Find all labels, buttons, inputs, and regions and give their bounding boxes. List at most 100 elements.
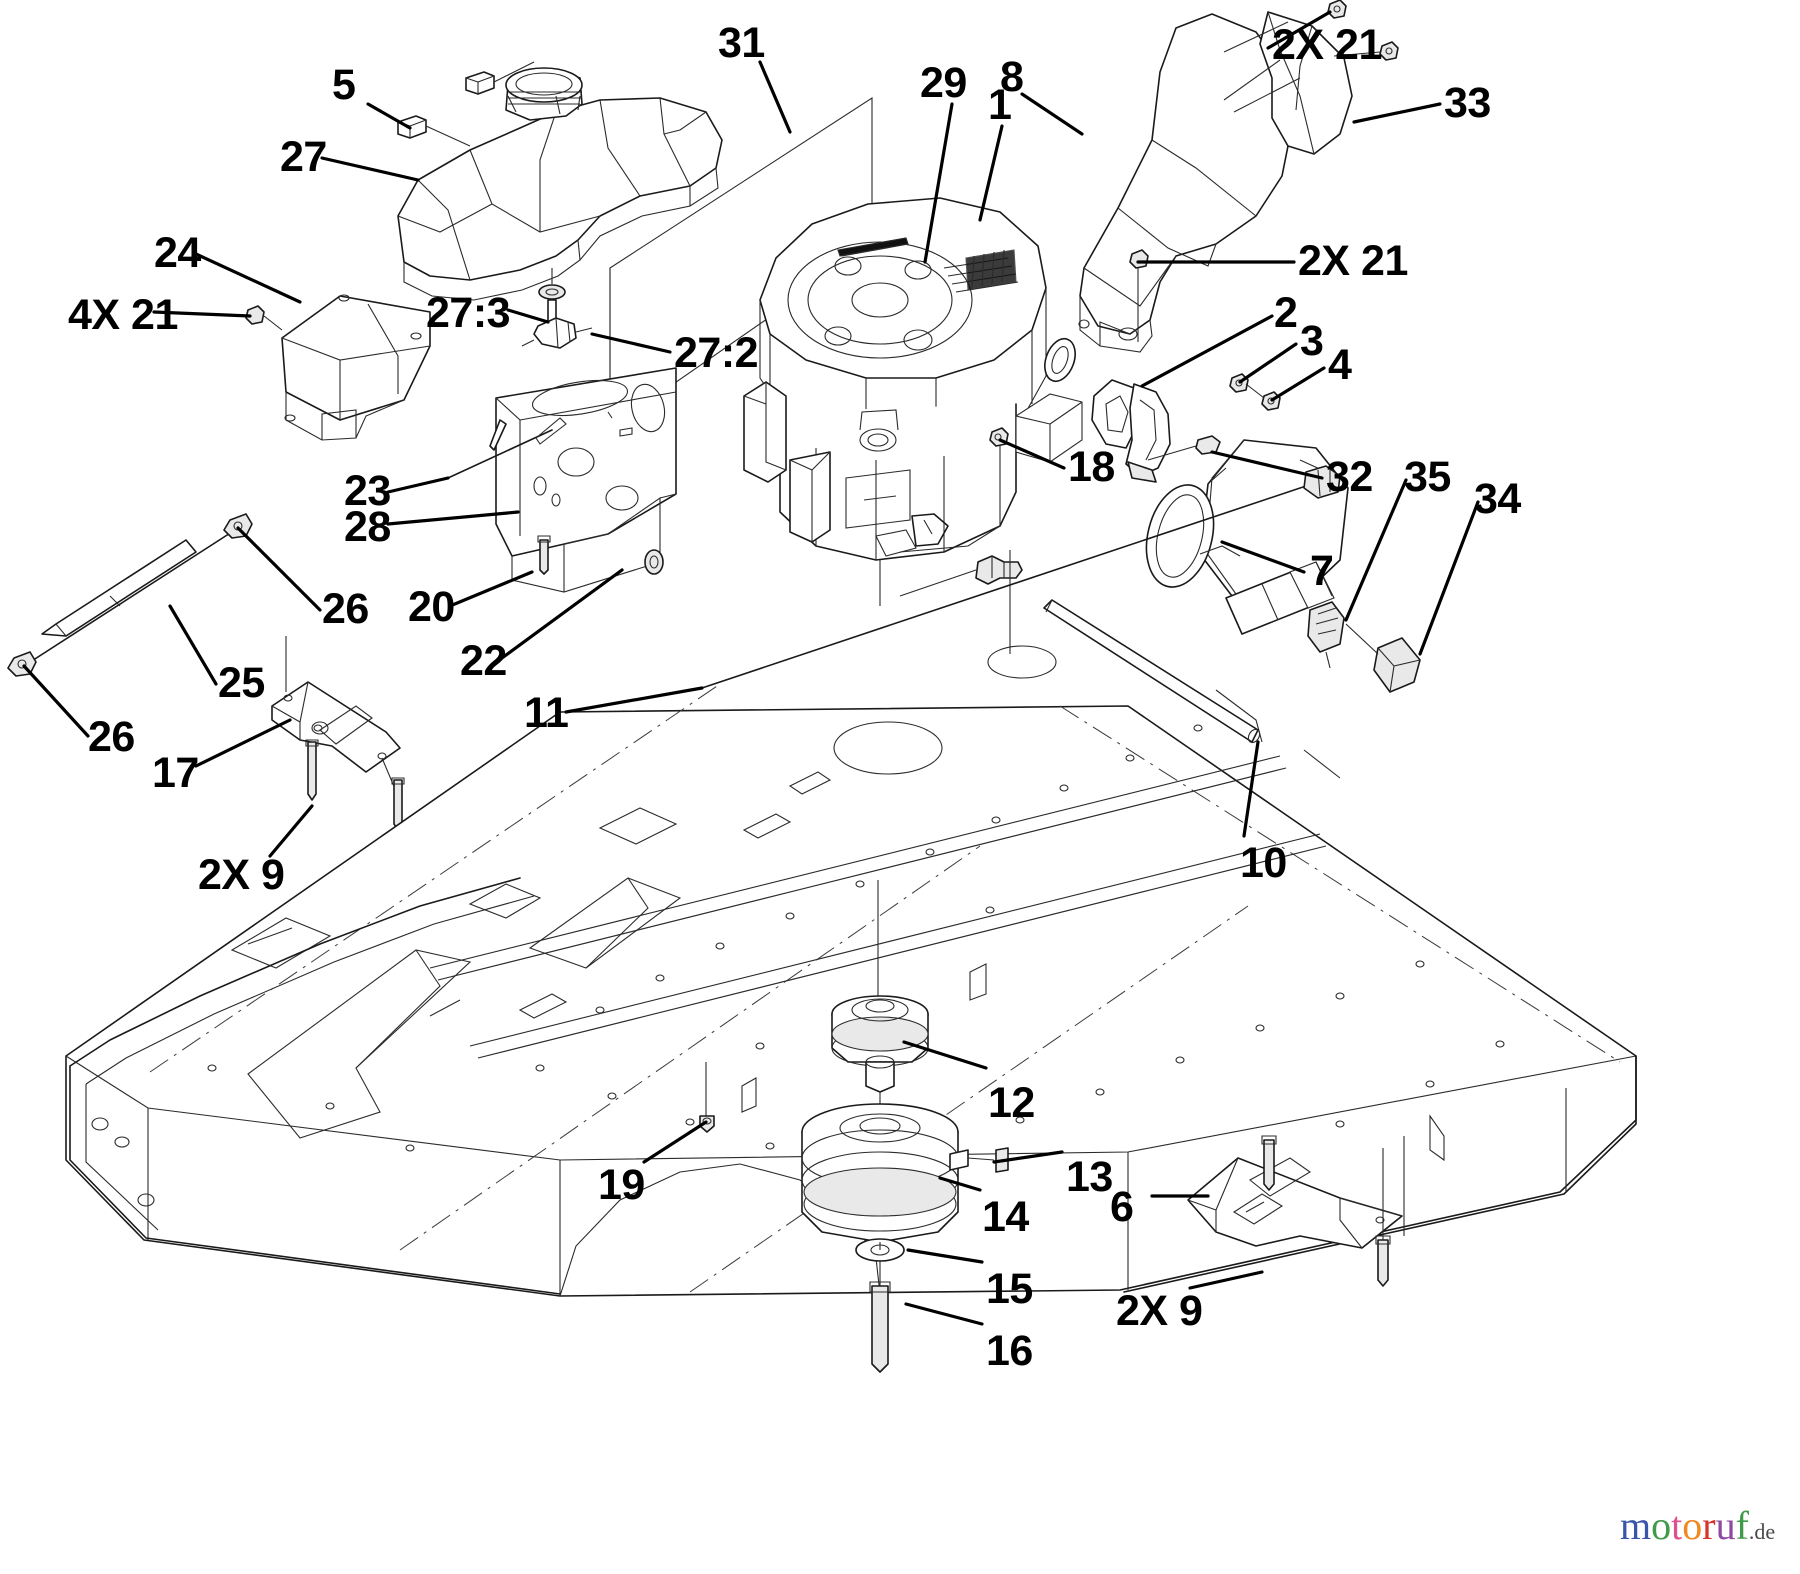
leader-12: [902, 1040, 988, 1070]
leader-28: [386, 510, 520, 526]
leader-2x-21: [1266, 10, 1332, 50]
leader-25: [168, 604, 218, 686]
bracket-part-17: [271, 636, 405, 831]
callout-12: 12: [988, 1079, 1035, 1127]
callout-13: 13: [1066, 1153, 1113, 1201]
callout-leader-lines: [22, 10, 1480, 1326]
callout-2: 2: [1274, 289, 1298, 337]
leader-1: [978, 124, 1004, 222]
leader-27-3: [506, 308, 550, 324]
watermark-letter: o: [1682, 1503, 1703, 1548]
callout-15: 15: [986, 1265, 1033, 1313]
leader-13: [992, 1150, 1064, 1164]
watermark-tld: .de: [1748, 1519, 1776, 1544]
callout-5: 5: [332, 61, 356, 109]
callout-26: 26: [322, 585, 369, 633]
callout-27: 27: [280, 133, 327, 181]
leader-10: [1242, 740, 1260, 838]
leader-24: [194, 252, 302, 304]
leader-14: [938, 1176, 982, 1192]
frame-plate-part-28: [447, 367, 677, 593]
callout-35: 35: [1404, 453, 1451, 501]
callout-6: 6: [1110, 1183, 1134, 1231]
leader-32: [1210, 450, 1324, 480]
callout-14: 14: [982, 1193, 1029, 1241]
engine-part-1: [743, 197, 1083, 606]
shroud-part-8: [1078, 0, 1399, 353]
watermark-letter: f: [1735, 1503, 1749, 1548]
callout-8: 8: [1000, 53, 1024, 101]
bracket-part-6: [1187, 1135, 1403, 1287]
callout-22: 22: [460, 637, 507, 685]
leader-33: [1352, 102, 1442, 124]
callout-27-3: 27:3: [426, 289, 511, 337]
watermark-letter: r: [1702, 1503, 1716, 1548]
leader-2x-9: [1188, 1270, 1264, 1290]
leader-2x-9: [268, 804, 314, 858]
leader-5: [366, 102, 412, 130]
rod-part-10: [1043, 599, 1261, 744]
callout-17: 17: [152, 749, 199, 797]
callout-33: 33: [1444, 79, 1491, 127]
leader-27: [320, 156, 420, 182]
callout-20: 20: [408, 583, 455, 631]
callout-4: 4: [1328, 341, 1352, 389]
leader-26: [22, 664, 90, 738]
bracket-part-24: [245, 294, 431, 441]
leader-19: [642, 1120, 708, 1164]
callout-1: 1: [988, 81, 1012, 129]
leader-34: [1418, 500, 1480, 656]
muffler-part-7: [1091, 373, 1421, 693]
fuel-tank-part-27: [397, 61, 723, 301]
leader-16: [904, 1302, 984, 1326]
callout-31: 31: [718, 19, 765, 67]
callout-34: 34: [1474, 475, 1521, 523]
callout-18: 18: [1068, 443, 1115, 491]
leader-35: [1344, 478, 1408, 622]
leader-15: [906, 1248, 984, 1264]
callout-25: 25: [218, 659, 265, 707]
callout-32: 32: [1326, 453, 1373, 501]
leader-4: [1270, 366, 1326, 402]
callout-2x-9: 2X 9: [1116, 1287, 1203, 1335]
watermark-letter: o: [1651, 1503, 1672, 1548]
site-watermark: motoruf.de: [1620, 1506, 1775, 1546]
leader-11: [564, 686, 704, 714]
callout-3: 3: [1300, 317, 1324, 365]
callout-10: 10: [1240, 839, 1287, 887]
leader-27-2: [590, 332, 672, 354]
leader-22: [500, 568, 624, 660]
callout-24: 24: [154, 229, 201, 277]
leader-17: [194, 718, 292, 768]
callout-16: 16: [986, 1327, 1033, 1375]
callout-28: 28: [344, 503, 391, 551]
callout-11: 11: [524, 689, 569, 737]
watermark-letter: t: [1671, 1503, 1683, 1548]
callout-29: 29: [920, 59, 967, 107]
fuel-valve-part-27-3: [521, 268, 593, 349]
leader-31: [758, 60, 792, 134]
callout-27-2: 27:2: [674, 329, 759, 377]
watermark-letter: m: [1620, 1503, 1652, 1548]
leader-2: [1140, 314, 1274, 388]
callout-2x-21: 2X 21: [1298, 237, 1408, 285]
leader-23: [386, 476, 450, 494]
leader-4x-21: [152, 310, 252, 318]
callout-4x-21: 4X 21: [68, 291, 178, 339]
leader-8: [1020, 92, 1084, 136]
callout-26: 26: [88, 713, 135, 761]
rod-part-11: [701, 465, 1341, 689]
callout-2x-21: 2X 21: [1272, 21, 1382, 69]
callout-23: 23: [344, 467, 391, 515]
leader-20: [448, 570, 534, 608]
callout-7: 7: [1310, 547, 1334, 595]
watermark-letter: u: [1715, 1503, 1736, 1548]
callout-19: 19: [598, 1161, 645, 1209]
rod-part-25: [7, 513, 253, 677]
clutch-part-14: [801, 1103, 1009, 1373]
callout-2x-9: 2X 9: [198, 851, 285, 899]
leader-18: [998, 438, 1066, 470]
leader-29: [923, 102, 954, 264]
